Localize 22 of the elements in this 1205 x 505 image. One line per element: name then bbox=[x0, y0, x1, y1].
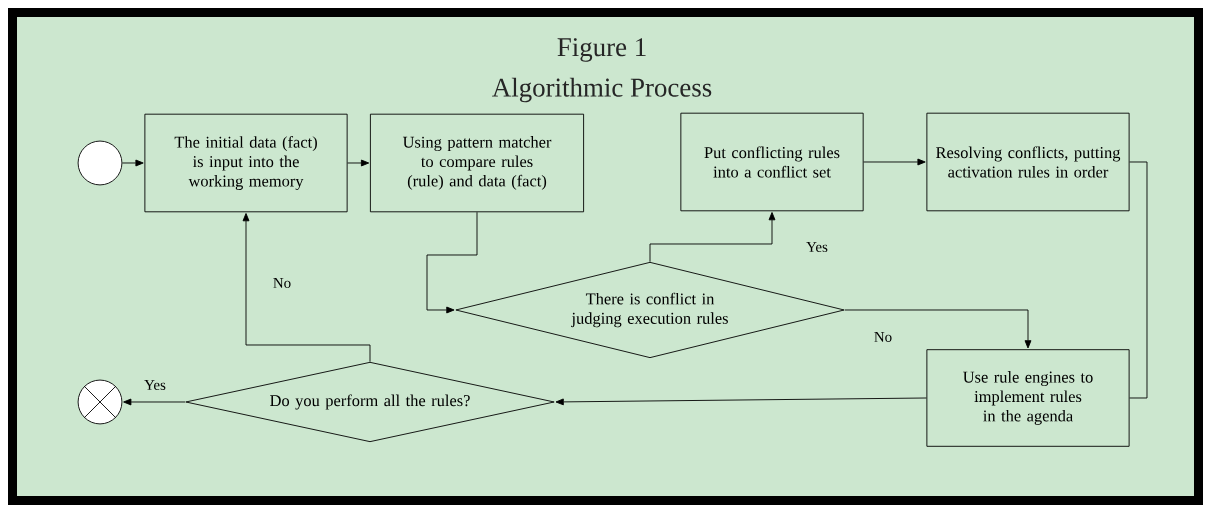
arrow bbox=[844, 309, 1032, 349]
process-box: Using pattern matcher to compare rules (rule) and data (fact) bbox=[369, 113, 585, 213]
edge-label: Yes bbox=[805, 241, 829, 253]
process-box: The initial data (fact) is input into the working memory bbox=[144, 113, 348, 213]
arrow bbox=[121, 159, 144, 167]
arrow bbox=[555, 397, 927, 406]
edge-label: No bbox=[872, 331, 894, 343]
arrow bbox=[347, 159, 370, 167]
edge-label: Yes bbox=[143, 379, 167, 391]
process-box: Resolving conflicts, putting activation rules in order bbox=[926, 112, 1130, 212]
arrow bbox=[863, 158, 926, 166]
arrow bbox=[123, 398, 186, 406]
process-box: Put conflicting rules into a conflict set bbox=[680, 112, 864, 212]
process-box: Use rule engines to implement rules in the agenda bbox=[926, 349, 1130, 447]
subtitle: Algorithmic Process bbox=[492, 77, 712, 103]
edge-label: No bbox=[271, 277, 293, 289]
title: Figure 1 bbox=[557, 38, 646, 62]
arrow bbox=[649, 212, 776, 263]
arrow bbox=[242, 213, 371, 363]
arrow bbox=[426, 211, 478, 314]
end-circle bbox=[77, 379, 123, 425]
start-circle bbox=[77, 140, 123, 186]
